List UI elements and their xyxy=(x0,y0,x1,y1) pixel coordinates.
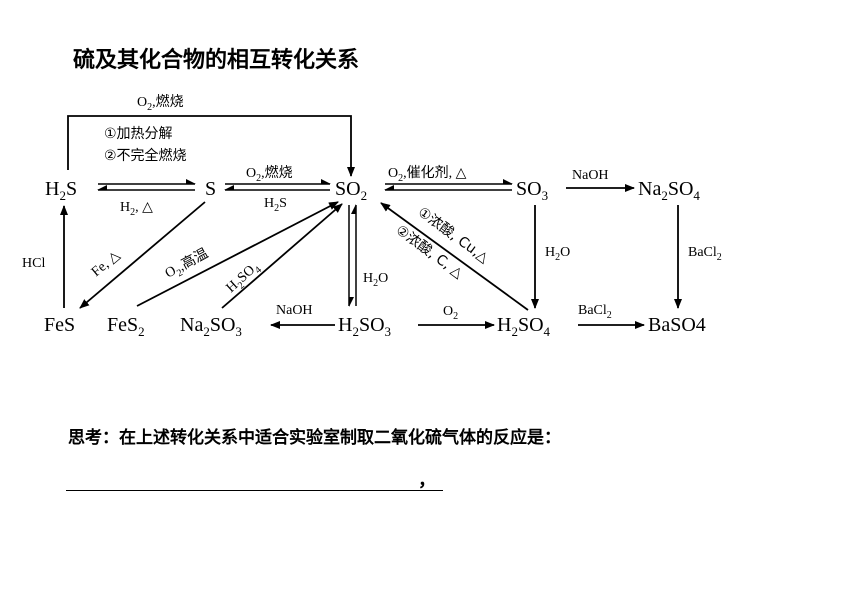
arrow-fes2-to-so2 xyxy=(136,201,339,307)
arrow-s-to-fes xyxy=(79,201,206,309)
think-question: 思考：在上述转化关系中适合实验室制取二氧化硫气体的反应是： xyxy=(68,428,561,448)
label-so2-so3-catalyst: O2,催化剂, △ xyxy=(388,165,467,184)
label-hcl: HCl xyxy=(22,256,45,271)
species-na2so3: Na2SO3 xyxy=(180,314,242,339)
label-o2-bottom: O2 xyxy=(443,304,458,322)
label-h2-heat: H2, △ xyxy=(120,200,153,218)
label-h2o-left: H2O xyxy=(363,271,388,289)
species-baso4: BaSO4 xyxy=(648,314,706,336)
answer-comma: ， xyxy=(418,470,436,491)
species-h2s: H2S xyxy=(45,178,77,203)
species-s: S xyxy=(205,178,216,200)
arrow-h2so4-to-so2 xyxy=(380,202,529,311)
species-so3: SO3 xyxy=(516,178,548,203)
label-naoh-bottom: NaOH xyxy=(276,303,313,318)
label-bacl2-right: BaCl2 xyxy=(688,245,722,263)
label-bacl2-bottom: BaCl2 xyxy=(578,303,612,321)
arrow-na2so3-to-so2 xyxy=(221,203,343,309)
label-s-so2-o2-burn: O2,燃烧 xyxy=(246,164,293,184)
answer-blank-line[interactable] xyxy=(66,490,443,491)
label-heat-decomp: ①加热分解 xyxy=(104,126,173,142)
species-fes: FeS xyxy=(44,314,75,336)
label-incomplete-burn: ②不完全燃烧 xyxy=(104,147,187,164)
species-na2so4: Na2SO4 xyxy=(638,178,700,203)
label-top-o2-burn: O2,燃烧 xyxy=(137,93,184,113)
arrow-h2s-to-so2-top xyxy=(67,115,355,177)
label-fes2-o2-high-temp: O2,高温 xyxy=(162,245,213,285)
label-h2o-right: H2O xyxy=(545,245,570,263)
species-h2so3: H2SO3 xyxy=(338,314,391,339)
label-h2so4-reagent: H2SO4 xyxy=(224,259,264,298)
species-h2so4: H2SO4 xyxy=(497,314,551,339)
label-naoh-top: NaOH xyxy=(572,168,609,183)
species-fes2: FeS2 xyxy=(107,314,145,339)
page-title: 硫及其化合物的相互转化关系 xyxy=(73,48,360,73)
sulfur-conversion-diagram: H2S S SO2 SO3 Na2SO4 FeS FeS2 Na2SO3 H2S… xyxy=(22,93,722,339)
label-so2-s-h2s: H2S xyxy=(264,196,287,214)
species-so2: SO2 xyxy=(335,178,367,203)
